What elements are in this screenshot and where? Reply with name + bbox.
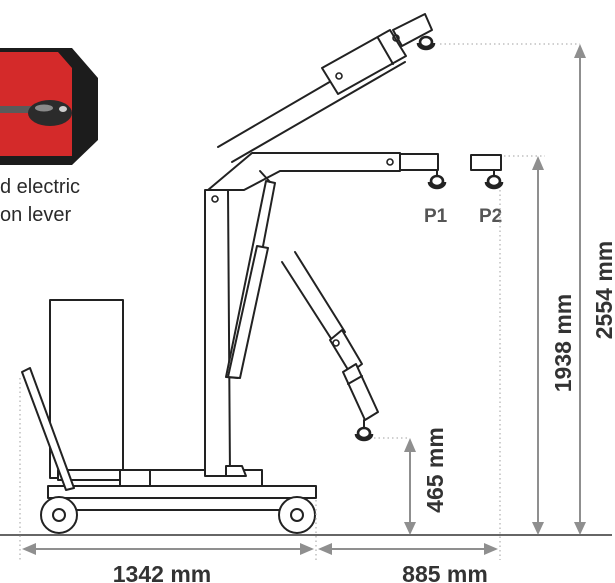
reference-lines (19, 43, 580, 560)
push-handle (21, 367, 75, 491)
caption-line-2: on lever (0, 204, 71, 226)
hydraulic-cylinder (225, 180, 276, 379)
dimension-label-1342: 1342 mm (113, 561, 211, 583)
dimension-1938 (532, 156, 544, 535)
chassis (47, 469, 317, 511)
boom-low-position (281, 251, 379, 442)
dimension-label-885: 885 mm (402, 561, 488, 583)
dimension-label-2554: 2554 mm (591, 241, 615, 339)
position-label-p1: P1 (424, 206, 448, 227)
dimension-label-1938: 1938 mm (550, 294, 576, 392)
dimension-1342 (22, 543, 314, 555)
dimension-465 (404, 438, 416, 535)
counterweight (49, 299, 124, 481)
control-lever-photo (0, 48, 98, 165)
position-label-p2: P2 (479, 206, 502, 227)
boom-p1-position (207, 152, 447, 191)
mast (204, 189, 247, 477)
rear-wheel (40, 496, 78, 534)
dimension-885 (318, 543, 498, 555)
boom-high-position (217, 13, 436, 163)
boom-p2-extension (470, 154, 504, 190)
front-wheel (278, 496, 316, 534)
dimension-label-465: 465 mm (422, 427, 448, 513)
caption-line-1: d electric (0, 176, 80, 198)
dimension-2554 (574, 44, 586, 535)
